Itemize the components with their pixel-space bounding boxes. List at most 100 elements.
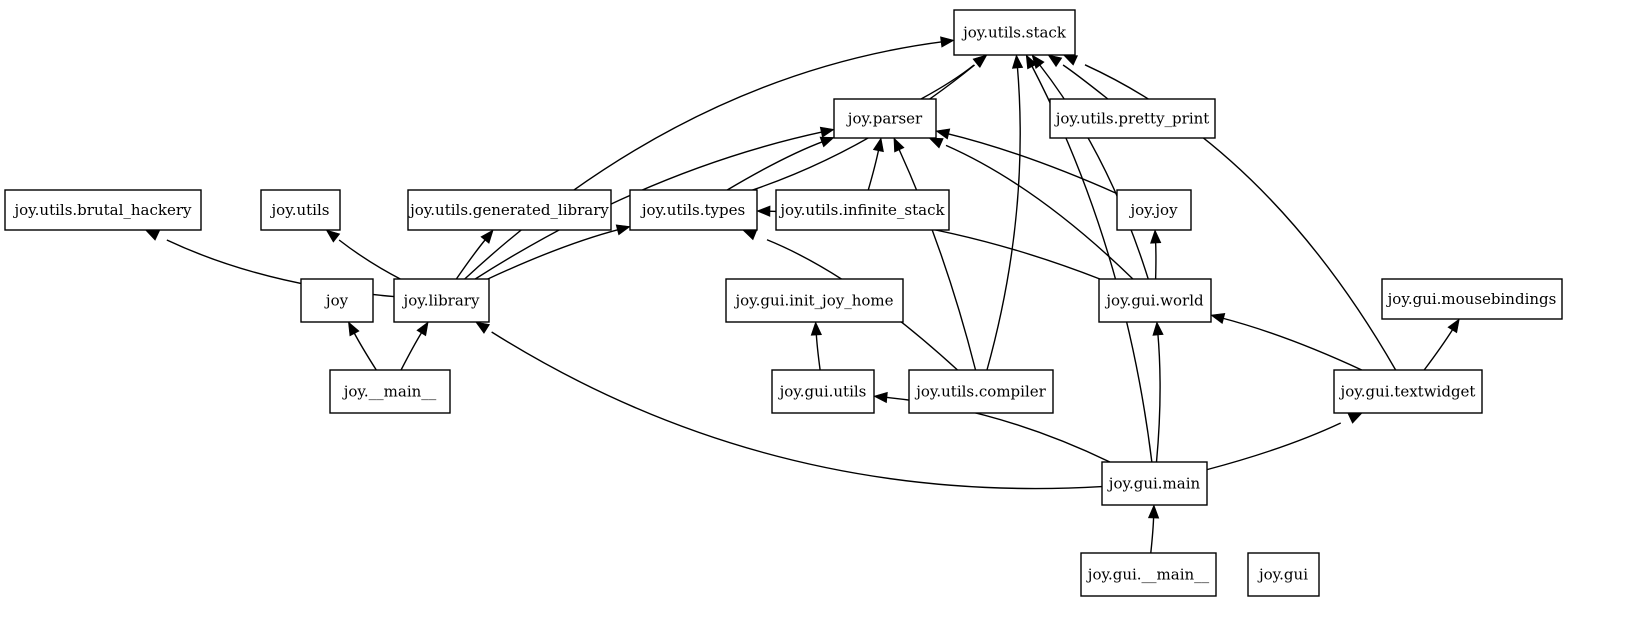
node-joy-gui-__main__[interactable]: joy.gui.__main__ [1080, 552, 1217, 597]
edge-arrowhead [1347, 412, 1363, 424]
edge-arrowhead [1047, 54, 1063, 68]
node-joy-joy[interactable]: joy.joy [1116, 189, 1192, 231]
edge-arrowhead [144, 229, 160, 241]
edge-arrowhead [872, 137, 884, 153]
node-box[interactable] [1101, 461, 1208, 506]
edge-arrowhead [1150, 229, 1162, 244]
node-joy-gui-init_joy_home[interactable]: joy.gui.init_joy_home [725, 278, 904, 323]
node-joy-gui[interactable]: joy.gui [1247, 552, 1320, 597]
node-label: joy [324, 292, 349, 310]
edge-joy-gui-__main__-to-joy-gui-main [1150, 514, 1155, 554]
node-box[interactable] [1080, 552, 1217, 597]
node-box[interactable] [953, 9, 1076, 56]
node-joy-utils-stack[interactable]: joy.utils.stack [953, 9, 1076, 56]
node-label: joy.gui.world [1104, 292, 1204, 310]
edge-joy-library-to-joy-utils-stack [464, 40, 945, 280]
edge-arrowhead [940, 36, 955, 48]
node-box[interactable] [329, 369, 451, 414]
node-box[interactable] [1098, 278, 1212, 323]
edge-joy-utils-infinite_stack-to-joy-parser [867, 147, 880, 191]
edge-arrowhead [810, 321, 822, 336]
edge-arrowhead [1152, 321, 1164, 336]
node-box[interactable] [1247, 552, 1320, 597]
node-box[interactable] [725, 278, 904, 323]
node-joy-utils[interactable]: joy.utils [260, 189, 341, 231]
edge-joy-gui-world-to-joy-utils-stack [1039, 64, 1149, 280]
node-box[interactable] [908, 369, 1054, 414]
node-joy-gui-main[interactable]: joy.gui.main [1101, 461, 1208, 506]
node-joy-gui-textwidget[interactable]: joy.gui.textwidget [1333, 369, 1483, 414]
edge-joy-gui-textwidget-to-joy-gui-world [1220, 317, 1363, 371]
edge-joy-library-to-joy-utils-types [487, 228, 621, 280]
node-joy-gui-mousebindings[interactable]: joy.gui.mousebindings [1381, 278, 1563, 320]
node-joy-gui-utils[interactable]: joy.gui.utils [771, 369, 875, 414]
node-joy-__main__[interactable]: joy.__main__ [329, 369, 451, 414]
edge-arrowhead [1062, 54, 1079, 66]
nodes-group: joy.utils.stack joy.parser joy.utils.prett… [4, 9, 1563, 597]
edge-arrowhead [416, 321, 429, 337]
edge-joy-gui-main-to-joy-gui-world [1155, 331, 1161, 463]
node-box[interactable] [771, 369, 875, 414]
edge-joy-utils-types-to-joy-parser [726, 140, 825, 191]
node-label: joy.utils.types [640, 201, 745, 219]
node-label: joy.utils.generated_library [408, 201, 609, 219]
edge-joy-gui-textwidget-to-joy-utils-stack [1084, 64, 1397, 371]
node-joy-utils-compiler[interactable]: joy.utils.compiler [908, 369, 1054, 414]
edge-arrowhead [873, 391, 888, 404]
node-box[interactable] [4, 189, 202, 231]
edge-joy-gui-main-to-joy-library [491, 331, 1103, 490]
edges-group [144, 36, 1460, 554]
node-label: joy.utils.stack [961, 24, 1067, 42]
node-label: joy.parser [846, 110, 923, 128]
node-label: joy.gui.textwidget [1339, 383, 1476, 401]
node-joy-utils-generated_library[interactable]: joy.utils.generated_library [407, 189, 612, 231]
edge-arrowhead [1025, 54, 1038, 70]
edge-arrowhead [935, 128, 951, 140]
node-joy-utils-pretty_print[interactable]: joy.utils.pretty_print [1049, 98, 1216, 139]
edge-joy-utils-compiler-to-joy-parser [897, 147, 977, 371]
node-box[interactable] [393, 278, 490, 323]
node-box[interactable] [260, 189, 341, 231]
edge-arrowhead [742, 229, 758, 241]
node-joy[interactable]: joy [300, 278, 374, 323]
edge-joy-gui-world-to-joy-parser [945, 144, 1134, 280]
node-joy-gui-world[interactable]: joy.gui.world [1098, 278, 1212, 323]
node-label: joy.gui.mousebindings [1386, 290, 1557, 308]
node-box[interactable] [775, 189, 950, 231]
node-joy-utils-infinite_stack[interactable]: joy.utils.infinite_stack [775, 189, 950, 231]
edge-arrowhead [348, 321, 360, 337]
node-label: joy.utils.brutal_hackery [13, 201, 193, 219]
node-label: joy.joy [1128, 201, 1178, 219]
edge-joy-library-to-joy-parser [474, 130, 825, 280]
edge-joy-library-to-joy-utils [338, 239, 401, 280]
edge-joy-joy-to-joy-parser [945, 132, 1118, 195]
edge-arrowhead [893, 137, 905, 153]
node-box[interactable] [1049, 98, 1216, 139]
edge-joy-utils-compiler-to-joy-utils-stack [986, 64, 1021, 371]
edge-joy-library-to-joy-utils-generated_library [455, 239, 486, 280]
node-label: joy.utils.compiler [914, 383, 1046, 401]
edge-arrowhead [1210, 313, 1226, 324]
edge-joy-__main__-to-joy [353, 331, 377, 371]
node-box[interactable] [833, 98, 937, 139]
edge-arrowhead [972, 54, 988, 68]
node-joy-parser[interactable]: joy.parser [833, 98, 937, 139]
node-box[interactable] [1116, 189, 1192, 231]
node-box[interactable] [629, 189, 758, 231]
node-box[interactable] [1381, 278, 1563, 320]
edge-arrowhead [325, 229, 341, 243]
node-label: joy.gui.__main__ [1086, 566, 1210, 584]
edge-arrowhead [1011, 54, 1024, 69]
node-joy-library[interactable]: joy.library [393, 278, 490, 323]
edge-arrowhead [615, 224, 631, 236]
edge-arrowhead [1147, 504, 1160, 519]
node-joy-utils-types[interactable]: joy.utils.types [629, 189, 758, 231]
node-label: joy.library [402, 292, 480, 310]
node-box[interactable] [300, 278, 374, 323]
node-joy-utils-brutal_hackery[interactable]: joy.utils.brutal_hackery [4, 189, 202, 231]
node-box[interactable] [1333, 369, 1483, 414]
node-label: joy.utils.infinite_stack [778, 201, 945, 219]
node-box[interactable] [407, 189, 612, 231]
